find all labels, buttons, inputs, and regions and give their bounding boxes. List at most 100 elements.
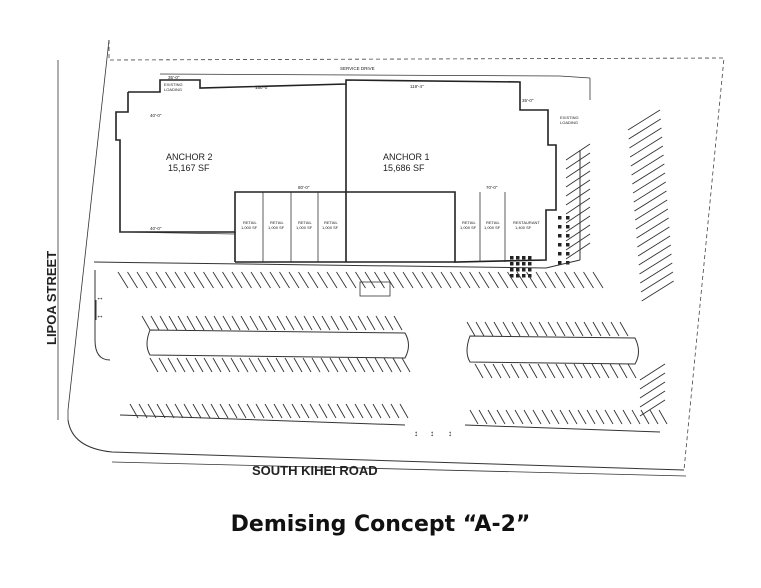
parking-stall-line <box>192 403 202 419</box>
parking-stall-line <box>565 143 591 161</box>
dining-table <box>566 234 570 238</box>
dining-table <box>528 268 532 272</box>
parking-stall-line <box>321 315 331 331</box>
svg-text:LOADING: LOADING <box>560 120 578 125</box>
right-angled-parking <box>565 109 674 417</box>
parking-stall-line <box>147 403 157 419</box>
svg-text:RESTAURANT: RESTAURANT <box>513 220 540 225</box>
parking-stall-line <box>537 363 547 379</box>
parking-stall-line <box>565 170 591 188</box>
parking-stall-line <box>592 271 604 289</box>
anchor1-area: 15,686 SF <box>383 163 425 173</box>
parking-stall-line <box>582 363 592 379</box>
svg-text:150'-0": 150'-0" <box>255 85 269 90</box>
parking-stall-line <box>497 271 509 289</box>
parking-stall-line <box>264 403 274 419</box>
parking-stall-line <box>246 403 256 419</box>
parking-stall-line <box>365 357 375 373</box>
parking-stall-line <box>249 315 259 331</box>
svg-text:RETAIL: RETAIL <box>486 220 500 225</box>
svg-text:1,000 SF: 1,000 SF <box>296 225 313 230</box>
dining-table <box>558 261 562 265</box>
parking-stall-line <box>212 271 224 289</box>
svg-text:RETAIL: RETAIL <box>243 220 257 225</box>
parking-stall-line <box>487 409 497 425</box>
parking-stall-line <box>222 315 232 331</box>
parking-stall-line <box>203 271 214 289</box>
parking-stall-line <box>326 271 338 289</box>
parking-stall-line <box>241 271 252 289</box>
parking-stall-line <box>203 357 213 373</box>
dining-table <box>528 262 532 266</box>
svg-text:119'-4": 119'-4" <box>410 84 424 89</box>
parking-stall-line <box>276 315 286 331</box>
arrow-icon: ↔ <box>96 311 104 320</box>
parking-stall-line <box>574 321 584 337</box>
parking-stall-line <box>381 403 391 419</box>
parking-stall-line <box>613 409 623 425</box>
parking-stall-line <box>535 271 547 289</box>
parking-stall-line <box>149 357 159 373</box>
parking-stall-line <box>193 271 205 289</box>
arrow-icon: ↕ <box>448 429 452 438</box>
parking-stall-line <box>634 199 668 221</box>
dining-table <box>566 252 570 256</box>
parking-stall-line <box>320 357 330 373</box>
parking-stall-line <box>565 224 591 242</box>
parking-stall-line <box>347 357 357 373</box>
parking-stall-line <box>638 244 672 266</box>
parking-stall-line <box>595 409 605 425</box>
parking-stall-line <box>117 271 129 289</box>
parking-stall-line <box>237 403 247 419</box>
parking-stall-line <box>609 363 619 379</box>
svg-text:1,400 SF: 1,400 SF <box>515 225 532 230</box>
service-drive-label: SERVICE DRIVE <box>340 66 375 71</box>
dining-table <box>558 216 562 220</box>
parking-stall-line <box>383 271 395 289</box>
parking-stall-line <box>632 172 666 194</box>
building-footprint <box>115 79 557 263</box>
parking-stall-line <box>639 399 666 417</box>
parking-stall-line <box>339 315 349 331</box>
parking-stall-line <box>632 163 665 185</box>
parking-stall-line <box>354 403 364 419</box>
arrow-icon: ↔ <box>96 293 104 302</box>
parking-stall-line <box>221 357 231 373</box>
parking-stall-line <box>565 215 591 233</box>
parking-stall-line <box>629 136 663 158</box>
parking-stall-line <box>502 321 512 337</box>
dining-table <box>522 274 526 278</box>
svg-text:LOADING: LOADING <box>164 87 182 92</box>
parking-stall-line <box>636 217 669 239</box>
parking-stall-line <box>639 363 666 381</box>
parking-stall-line <box>627 109 661 131</box>
parking-stall-line <box>526 271 537 289</box>
parking-stall-line <box>230 357 240 373</box>
dining-table <box>558 243 562 247</box>
parking-stall-line <box>573 271 585 289</box>
parking-stall-line <box>260 271 271 289</box>
parking-stall-line <box>374 271 385 289</box>
dining-table <box>558 234 562 238</box>
parking-stall-line <box>488 271 499 289</box>
parking-stall-line <box>392 357 402 373</box>
parking-stall-line <box>231 315 241 331</box>
svg-text:35'-0": 35'-0" <box>522 98 534 103</box>
parking-stall-line <box>345 403 355 419</box>
parking-stall-line <box>520 321 530 337</box>
parking-stall-line <box>591 363 601 379</box>
parking-stall-line <box>564 363 574 379</box>
parking-stall-line <box>239 357 249 373</box>
parking-stall-line <box>639 253 672 275</box>
parking-stall-line <box>302 357 312 373</box>
parking-stall-line <box>183 403 193 419</box>
parking-stall-line <box>559 409 569 425</box>
parking-stall-line <box>565 206 591 224</box>
parking-stall-line <box>501 363 511 379</box>
parking-stall-line <box>573 363 583 379</box>
parking-stall-line <box>258 315 268 331</box>
parking-islands <box>94 270 661 433</box>
parking-stall-line <box>165 271 176 289</box>
lipoa-street-label: LIPOA STREET <box>44 251 59 345</box>
arrow-icon: ↕ <box>430 429 434 438</box>
